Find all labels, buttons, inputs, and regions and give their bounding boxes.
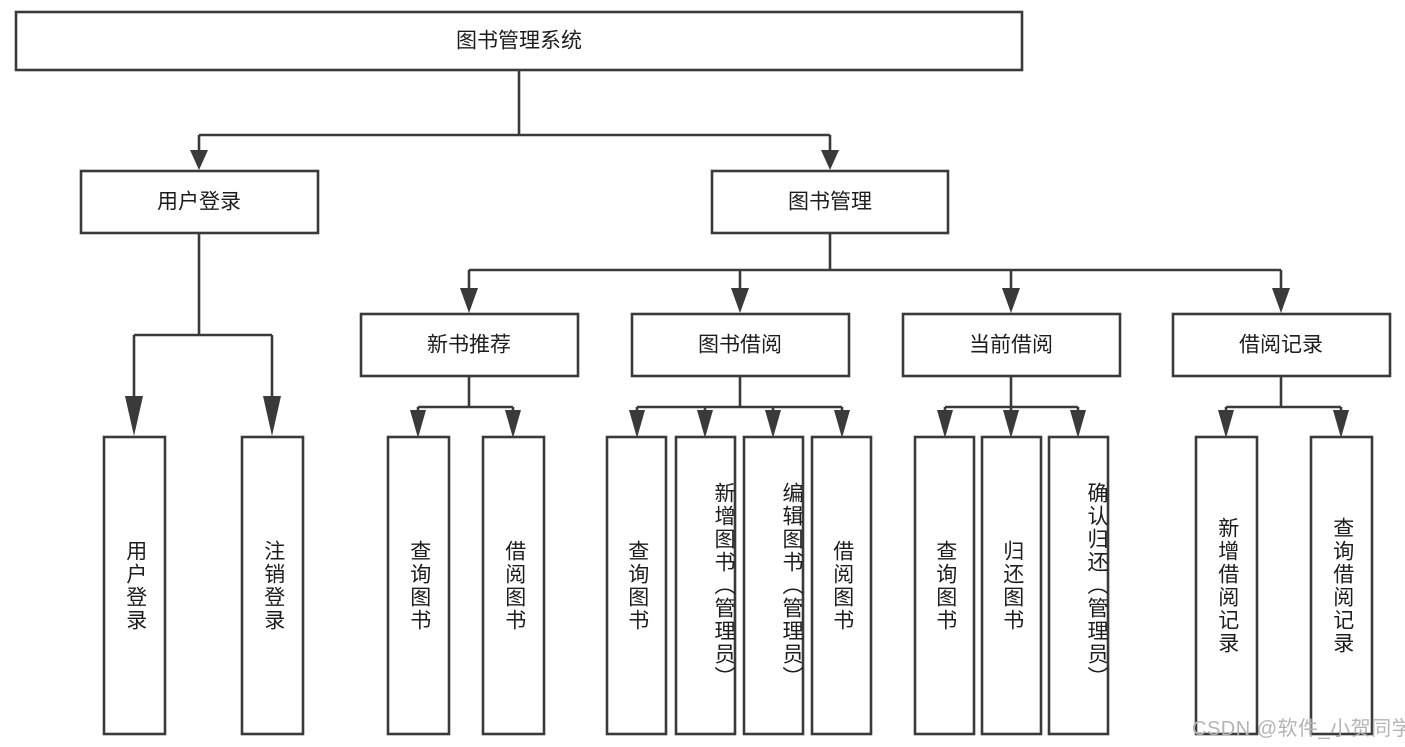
arrow-to-borrow-record bbox=[1272, 288, 1290, 313]
node-new-book-box[interactable] bbox=[359, 312, 580, 378]
arrow-to-leaf-nb-query bbox=[410, 410, 426, 438]
node-user-login-box[interactable] bbox=[79, 169, 320, 235]
arrow-to-new-book bbox=[460, 288, 478, 313]
arrow-to-leaf-cb-return bbox=[1003, 410, 1019, 438]
leaf-box-bb-add-book[interactable] bbox=[674, 435, 737, 736]
node-user-login-label: 用户登录 bbox=[157, 191, 241, 214]
arrow-to-leaf-br-add bbox=[1218, 410, 1234, 438]
node-book-mgmt-box[interactable] bbox=[710, 169, 950, 235]
node-book-borrow-label: 图书借阅 bbox=[698, 334, 782, 357]
arrow-to-leaf-bb-add bbox=[697, 410, 713, 438]
connector-layer bbox=[125, 70, 1349, 438]
leaf-box-cb-query-book[interactable] bbox=[913, 435, 976, 736]
arrow-to-current-borrow bbox=[1002, 288, 1020, 313]
node-book-mgmt-label: 图书管理 bbox=[788, 191, 872, 214]
leaf-box-br-add-record[interactable] bbox=[1194, 435, 1259, 736]
leaf-box-bb-borrow-book[interactable] bbox=[810, 435, 873, 736]
node-current-borrow-box[interactable] bbox=[901, 312, 1122, 378]
arrow-to-book-mgmt bbox=[821, 150, 839, 170]
node-current-borrow-label: 当前借阅 bbox=[969, 334, 1053, 357]
csdn-watermark: CSDN @软件_小贺同学 bbox=[1192, 718, 1405, 740]
node-root-label: 图书管理系统 bbox=[456, 30, 582, 53]
node-new-book-label: 新书推荐 bbox=[427, 334, 511, 357]
leaf-box-bb-edit-book[interactable] bbox=[742, 435, 805, 736]
leaf-box-cb-return-book[interactable] bbox=[980, 435, 1043, 736]
arrow-to-leaf-bb-query bbox=[629, 410, 645, 438]
node-book-borrow-box[interactable] bbox=[630, 312, 851, 378]
arrow-to-leaf-bb-edit bbox=[765, 410, 781, 438]
arrow-to-user-login bbox=[190, 150, 208, 170]
arrow-to-leaf-cb-query bbox=[937, 410, 953, 438]
node-root-box[interactable] bbox=[14, 10, 1024, 72]
arrow-to-leaf-cb-confirm bbox=[1070, 410, 1086, 438]
arrow-to-leaf-user-login bbox=[125, 396, 143, 436]
node-layer: 图书管理系统 用户登录 图书管理 新书推荐 图书借阅 当前借阅 借阅记录 bbox=[14, 10, 1392, 736]
arrow-to-leaf-logout bbox=[263, 396, 281, 436]
node-borrow-record-box[interactable] bbox=[1171, 312, 1392, 378]
node-borrow-record-label: 借阅记录 bbox=[1239, 334, 1323, 357]
leaf-box-logout[interactable] bbox=[240, 435, 305, 736]
leaf-box-cb-confirm-return[interactable] bbox=[1047, 435, 1110, 736]
arrow-to-leaf-bb-borrow bbox=[834, 410, 850, 438]
arrow-to-leaf-nb-borrow bbox=[505, 410, 521, 438]
leaf-box-nb-query-book[interactable] bbox=[386, 435, 451, 736]
arrow-to-leaf-br-query bbox=[1333, 410, 1349, 438]
arrow-to-book-borrow bbox=[731, 288, 749, 313]
leaf-box-user-login[interactable] bbox=[102, 435, 167, 736]
leaf-box-nb-borrow-book[interactable] bbox=[481, 435, 546, 736]
leaf-box-bb-query-book[interactable] bbox=[605, 435, 668, 736]
leaf-box-br-query-record[interactable] bbox=[1309, 435, 1374, 736]
